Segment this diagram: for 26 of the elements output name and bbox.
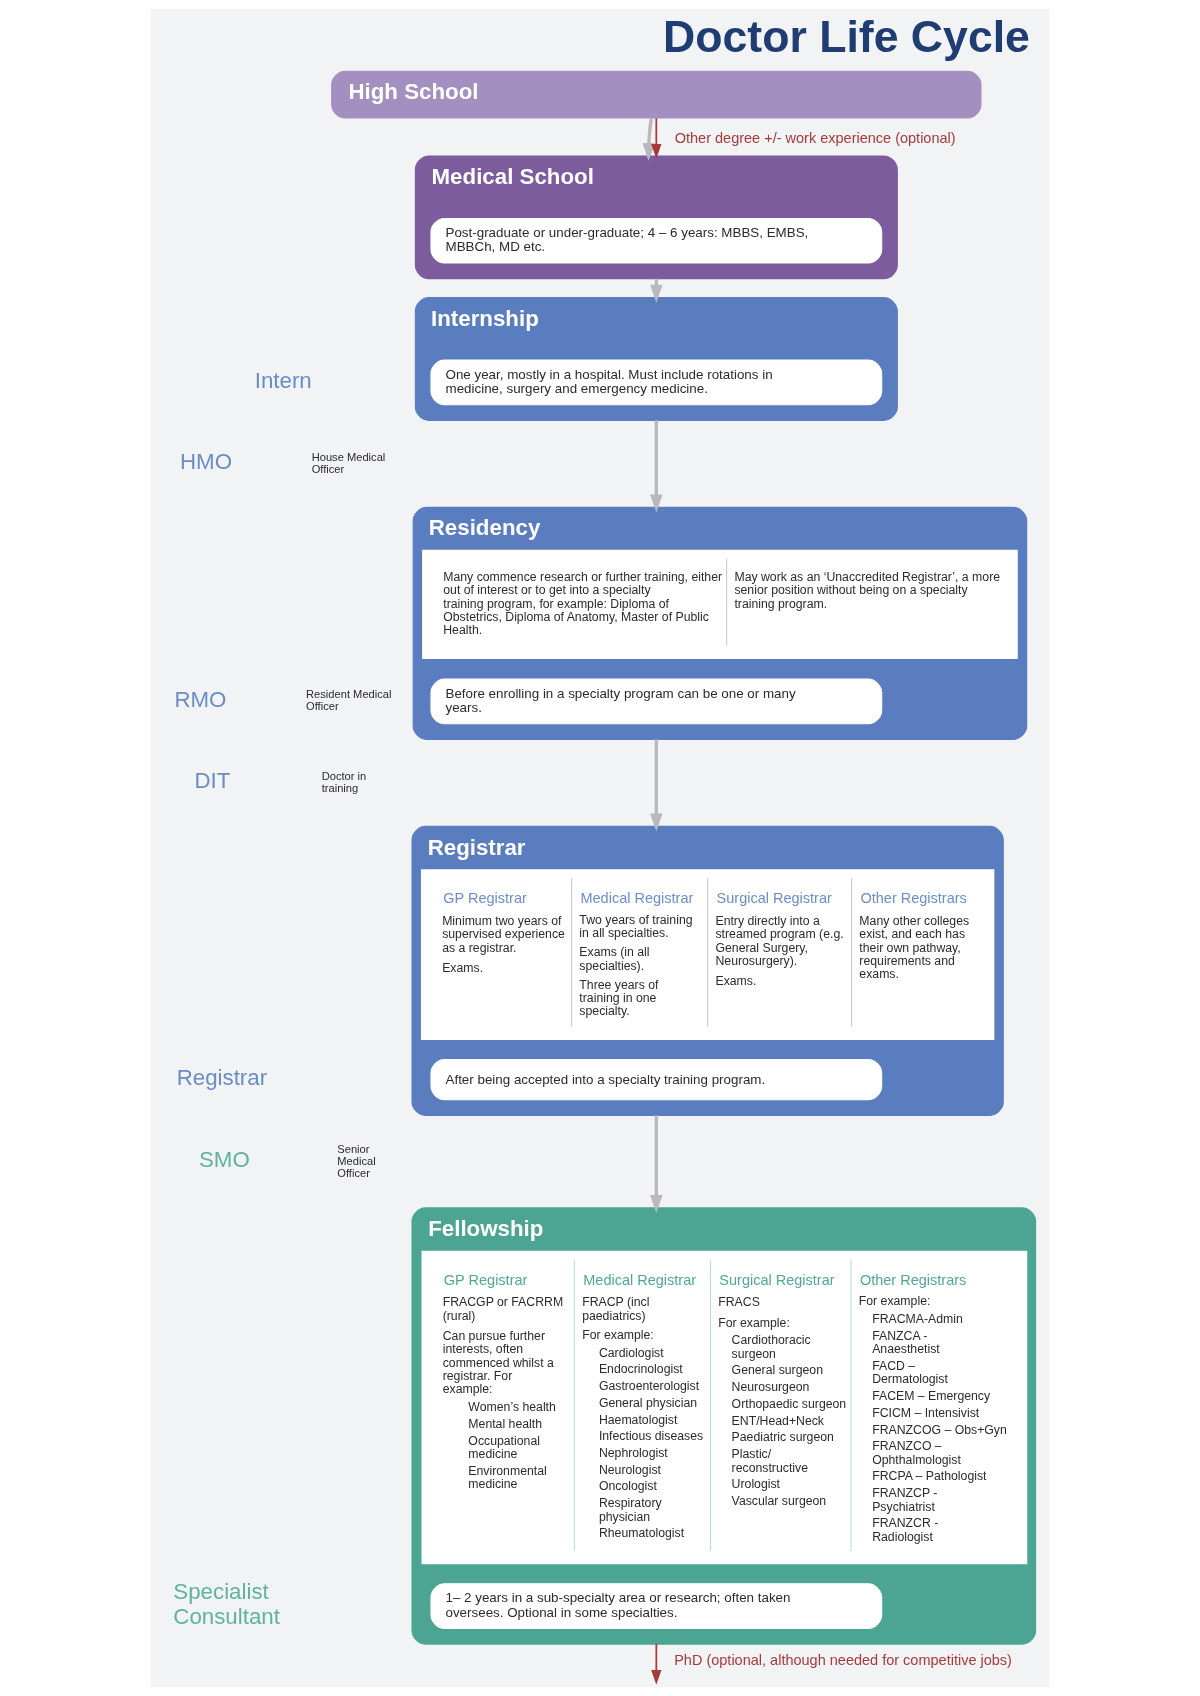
- label: Registrar: [176, 1065, 268, 1091]
- label: Senior Medical Officer: [337, 1142, 376, 1180]
- node-box: Before enrolling in a specialty program can be one or many years.: [430, 678, 883, 725]
- label: SMO: [198, 1147, 250, 1173]
- label: HMO: [180, 449, 233, 475]
- node-box: Post-graduate or under-graduate; 4 – 6 years: MBBS, EMBS, MBBCh, MD etc.: [430, 217, 883, 264]
- arrow: [642, 118, 656, 162]
- node-box: One year, mostly in a hospital. Must include rotations in medicine, surgery and emergency medicine.: [430, 359, 883, 406]
- arrow: [650, 739, 663, 832]
- arrow: [651, 1643, 662, 1685]
- node-box: 1– 2 years in a sub-specialty area or research; often taken oversees. Optional in some specialties.: [430, 1583, 883, 1630]
- arrow: [651, 117, 662, 159]
- arrow: [650, 420, 663, 513]
- arrow: [650, 1115, 663, 1213]
- diagram-title: Doctor Life Cycle: [663, 12, 1030, 62]
- label: RMO: [174, 687, 227, 713]
- label: Resident Medical Officer: [306, 688, 392, 713]
- label: Doctor in training: [321, 769, 367, 794]
- edge-label: PhD (optional, although needed for competitive jobs): [674, 1651, 1012, 1668]
- label: Specialist Consultant: [173, 1579, 280, 1630]
- label: House Medical Officer: [311, 450, 386, 475]
- node-box: After being accepted into a specialty training program.: [430, 1059, 883, 1101]
- edge-label: Other degree +/- work experience (optional): [674, 130, 956, 147]
- label: Intern: [254, 368, 312, 393]
- label: DIT: [194, 768, 231, 794]
- node-box: High School: [331, 70, 982, 119]
